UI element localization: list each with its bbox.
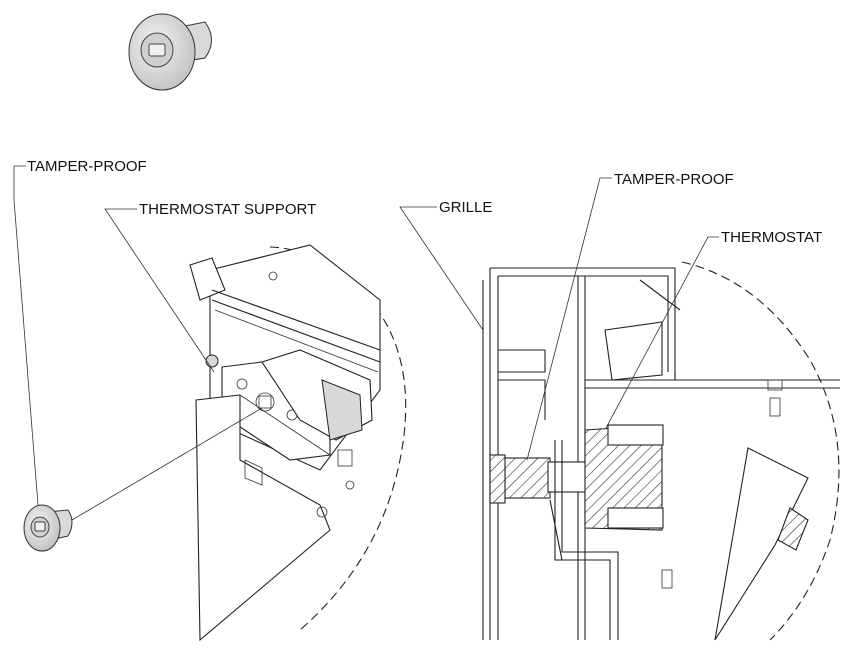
assembly-leader-line [71,407,263,521]
tamper-proof-knob-left [23,504,73,552]
label-tamper-proof-right: TAMPER-PROOF [614,171,734,188]
callout-thermostat-support: THERMOSTAT SUPPORT [104,201,316,373]
label-thermostat-support: THERMOSTAT SUPPORT [139,201,316,218]
label-thermostat: THERMOSTAT [721,229,822,246]
label-tamper-proof-left: TAMPER-PROOF [27,158,147,175]
detail-circle-right [681,261,840,641]
callout-tamper-proof-left: TAMPER-PROOF [13,158,147,506]
thermostat-support-assembly [189,244,381,642]
grille-cross-section [482,261,840,641]
callout-grille: GRILLE [399,199,492,331]
callout-tamper-proof-right: TAMPER-PROOF [526,171,734,461]
detail-circle-left [269,246,407,631]
callout-thermostat: THERMOSTAT [605,229,822,429]
tamper-proof-section [504,457,551,499]
tamper-proof-knob-top [128,13,212,91]
label-grille: GRILLE [439,199,492,216]
